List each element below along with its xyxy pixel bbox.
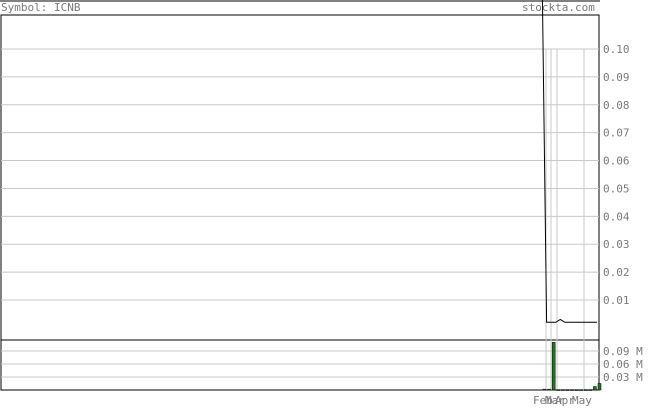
- volume-tick-label: 0.06 M: [603, 358, 643, 371]
- volume-panel-frame: [0, 339, 600, 391]
- volume-tick-label: 0.03 M: [603, 371, 643, 384]
- price-tick-label: 0.08: [603, 99, 630, 112]
- volume-bar: [574, 389, 579, 391]
- volume-bar: [597, 383, 602, 391]
- volume-bar: [588, 389, 593, 391]
- month-tick-label: Feb: [533, 394, 553, 406]
- price-tick-label: 0.04: [603, 210, 630, 223]
- volume-bar: [556, 389, 560, 391]
- price-series-line: [541, 0, 597, 323]
- volume-bar: [570, 389, 574, 391]
- volume-tick-label: 0.09 M: [603, 345, 643, 358]
- volume-bar: [561, 389, 565, 391]
- price-tick-label: 0.01: [603, 294, 630, 307]
- price-tick-label: 0.09: [603, 71, 630, 84]
- volume-bar: [542, 388, 547, 391]
- volume-bar: [551, 342, 556, 391]
- volume-bar: [584, 389, 588, 391]
- month-tick-label: Mar: [545, 394, 565, 406]
- price-tick-label: 0.06: [603, 155, 630, 168]
- price-tick-label: 0.02: [603, 266, 630, 279]
- volume-bar: [547, 388, 551, 391]
- volume-bar: [579, 389, 583, 391]
- month-tick-label: May: [572, 394, 592, 406]
- price-tick-label: 0.07: [603, 127, 630, 140]
- volume-bar: [565, 389, 570, 391]
- price-tick-label: 0.03: [603, 238, 630, 251]
- price-panel-frame: [0, 14, 600, 341]
- volume-bar: [593, 386, 597, 391]
- month-tick-label: Apr: [555, 394, 575, 406]
- price-tick-label: 0.05: [603, 182, 630, 195]
- symbol-label: Symbol: ICNB: [1, 1, 81, 14]
- site-label: stockta.com: [522, 1, 595, 14]
- price-tick-label: 0.10: [603, 43, 630, 56]
